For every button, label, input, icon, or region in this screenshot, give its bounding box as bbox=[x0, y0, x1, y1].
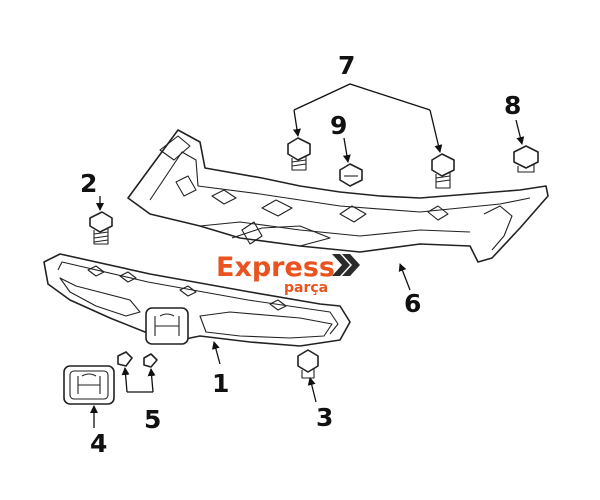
callout-1: 1 bbox=[212, 369, 229, 398]
bolt-7-left bbox=[287, 137, 311, 171]
nut-3 bbox=[297, 349, 319, 379]
express-parca-watermark: Express parça bbox=[216, 252, 360, 296]
nut-9 bbox=[339, 163, 363, 187]
leader-lines bbox=[90, 83, 525, 428]
bolt-7-right bbox=[431, 153, 455, 189]
callout-9: 9 bbox=[330, 111, 347, 140]
grille-emblem bbox=[145, 307, 189, 345]
callout-3: 3 bbox=[316, 403, 333, 432]
clips bbox=[117, 351, 158, 368]
upper-support-panel bbox=[127, 129, 549, 263]
callout-6: 6 bbox=[404, 289, 421, 318]
grille bbox=[43, 253, 351, 347]
callout-7: 7 bbox=[338, 51, 355, 80]
bolt-2 bbox=[89, 211, 113, 245]
callout-4: 4 bbox=[90, 429, 107, 458]
callout-2: 2 bbox=[80, 169, 97, 198]
watermark-chevrons-icon bbox=[332, 254, 360, 276]
callout-8: 8 bbox=[504, 91, 521, 120]
bolt-8 bbox=[513, 145, 539, 173]
watermark-sub-text: parça bbox=[284, 280, 328, 296]
callout-5: 5 bbox=[144, 405, 161, 434]
emblem bbox=[63, 365, 115, 405]
watermark-main-text: Express bbox=[216, 252, 335, 283]
